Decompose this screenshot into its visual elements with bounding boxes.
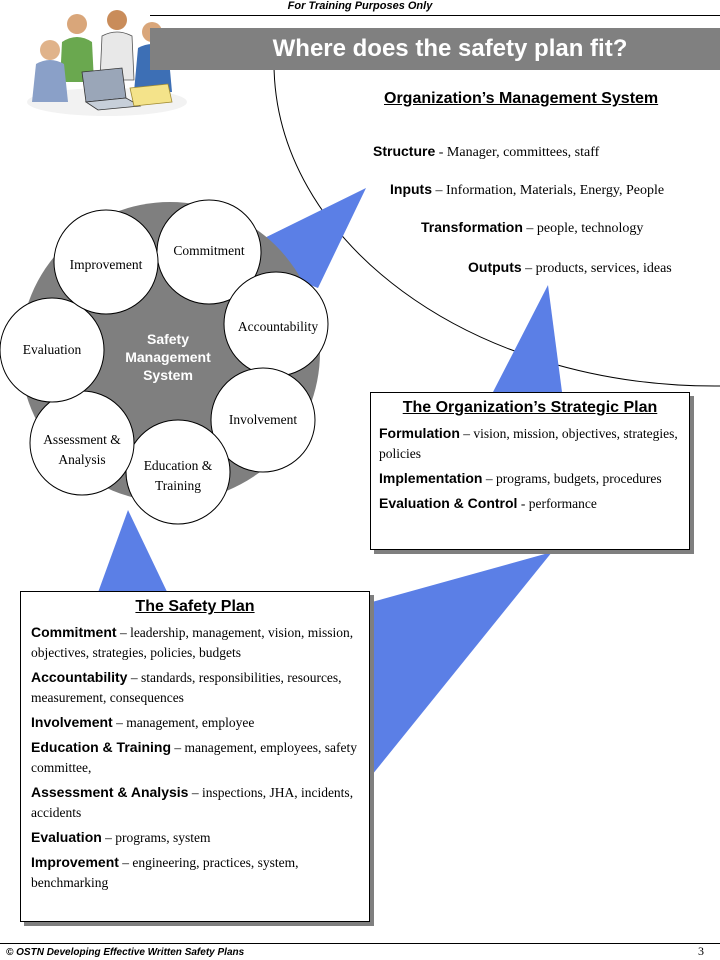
footer-copyright: © OSTN Developing Effective Written Safe… [6, 947, 245, 958]
assessment-analysis-key: Assessment & Analysis [31, 784, 189, 800]
ms-inputs-key: Inputs [390, 181, 432, 197]
arrow-safety-to-cycle [96, 510, 170, 598]
title-bar [150, 28, 720, 70]
circle-label-education: Education & [143, 458, 213, 473]
involvement-value: management, employee [126, 715, 255, 730]
involvement-key: Involvement [31, 714, 113, 730]
ms-outputs-value: products, services, ideas [535, 261, 672, 276]
arrow-strategic-to-safety [372, 552, 552, 775]
accountability-sep: – [127, 670, 141, 685]
ms-inputs-sep: – [432, 183, 446, 198]
safety-item-accountability: Accountability – standards, responsibili… [31, 667, 359, 708]
education-training-sep: – [171, 740, 185, 755]
ms-transformation-line: Transformation – people, technology [421, 219, 643, 237]
arrow-to-outputs [493, 285, 562, 392]
strategic-plan-box: The Organization’s Strategic Plan Formul… [370, 392, 690, 550]
page-title: Where does the safety plan fit? [272, 35, 628, 62]
circle-evaluation [0, 297, 105, 403]
implementation-key: Implementation [379, 470, 483, 486]
strategic-item-formulation: Formulation – vision, mission, objective… [379, 423, 681, 464]
safety-item-evaluation: Evaluation – programs, system [31, 827, 359, 848]
evaluation-value: programs, system [115, 830, 211, 845]
commitment-key: Commitment [31, 624, 117, 640]
ms-outputs-line: Outputs – products, services, ideas [468, 259, 672, 277]
header-rule [150, 15, 720, 16]
training-note: For Training Purposes Only [287, 0, 433, 12]
ms-transformation-value: people, technology [536, 221, 644, 236]
circle-label-evaluation: Evaluation [22, 342, 82, 357]
cycle-center-label: Safety Management System [108, 330, 228, 384]
ms-inputs-value: Information, Materials, Energy, People [446, 183, 665, 198]
assessment-analysis-sep: – [188, 785, 202, 800]
center-line-3: System [143, 367, 193, 383]
safety-plan-box: The Safety Plan Commitment – leadership,… [20, 591, 370, 922]
circle-label-accountability: Accountability [237, 319, 319, 334]
implementation-value: programs, budgets, procedures [495, 471, 662, 486]
center-line-2: Management [125, 349, 211, 365]
evaluation-control-key: Evaluation & Control [379, 495, 518, 511]
circle-label-improvement: Improvement [69, 257, 143, 272]
strategic-item-evaluation-control: Evaluation & Control - performance [379, 493, 681, 514]
ms-structure-value: Manager, committees, staff [446, 145, 600, 160]
assessment-analysis-value: inspections, JHA, incidents, accidents [31, 785, 354, 820]
circle-label-training: Training [154, 478, 201, 493]
management-system-arc [273, 59, 720, 387]
circle-label-commitment: Commitment [173, 243, 245, 258]
ms-outputs-key: Outputs [468, 259, 522, 275]
circle-improvement [53, 209, 159, 315]
circle-label-analysis: Analysis [58, 452, 106, 467]
team-clipart-image [27, 10, 187, 116]
education-training-key: Education & Training [31, 739, 172, 755]
ms-structure-key: Structure [373, 143, 436, 159]
commitment-value: leadership, management, vision, mission,… [31, 625, 354, 660]
circle-education-training [125, 419, 231, 525]
improvement-sep: – [118, 855, 133, 870]
center-line-1: Safety [146, 331, 190, 347]
formulation-value: vision, mission, objectives, strategies,… [379, 426, 678, 461]
implementation-sep: – [482, 471, 496, 486]
involvement-sep: – [112, 715, 127, 730]
evaluation-key: Evaluation [31, 829, 102, 845]
strategic-plan-title: The Organization’s Strategic Plan [402, 399, 658, 416]
safety-item-education-training: Education & Training – management, emplo… [31, 737, 359, 778]
ms-transformation-key: Transformation [421, 219, 523, 235]
ms-structure-sep: - [435, 145, 447, 160]
safety-item-improvement: Improvement – engineering, practices, sy… [31, 852, 359, 893]
safety-item-commitment: Commitment – leadership, management, vis… [31, 622, 359, 663]
ms-outputs-sep: – [521, 261, 536, 276]
ms-structure-line: Structure - Manager, committees, staff [373, 143, 599, 161]
improvement-value: engineering, practices, system, benchmar… [31, 855, 299, 890]
circle-label-assessment: Assessment & [43, 432, 121, 447]
evaluation-sep: – [101, 830, 116, 845]
safety-item-involvement: Involvement – management, employee [31, 712, 359, 733]
management-system-title: Organization’s Management System [384, 90, 659, 107]
ms-inputs-line: Inputs – Information, Materials, Energy,… [390, 181, 664, 199]
improvement-key: Improvement [31, 854, 119, 870]
accountability-value: standards, responsibilities, resources, … [31, 670, 342, 705]
formulation-key: Formulation [379, 425, 460, 441]
circle-label-involvement: Involvement [228, 412, 298, 427]
evaluation-control-value: performance [528, 496, 597, 511]
education-training-value: management, employees, safety committee, [31, 740, 357, 775]
safety-plan-title: The Safety Plan [135, 598, 255, 615]
strategic-item-implementation: Implementation – programs, budgets, proc… [379, 468, 681, 489]
formulation-sep: – [459, 426, 474, 441]
commitment-sep: – [116, 625, 131, 640]
footer-rule [0, 943, 720, 944]
ms-transformation-sep: – [522, 221, 537, 236]
page-number: 3 [698, 944, 704, 958]
circle-involvement [210, 367, 316, 473]
accountability-key: Accountability [31, 669, 128, 685]
safety-item-assessment-analysis: Assessment & Analysis – inspections, JHA… [31, 782, 359, 823]
evaluation-control-sep: - [517, 496, 529, 511]
